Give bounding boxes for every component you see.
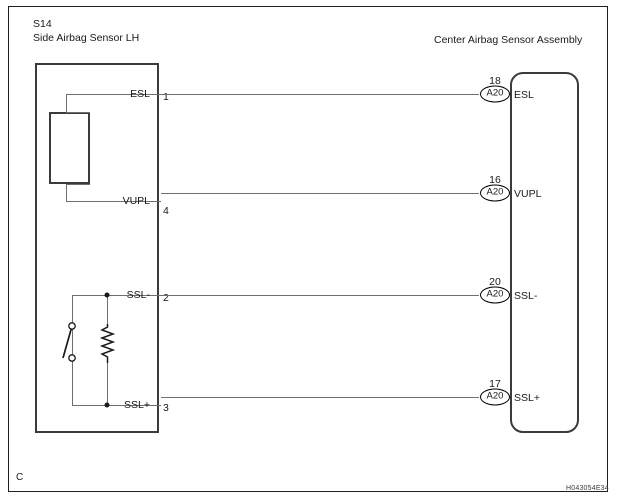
- right-pin-label-vupl: VUPL: [514, 188, 542, 200]
- left-pin-number-ssl-minus: 2: [163, 292, 169, 304]
- left-component-code: S14: [33, 18, 52, 30]
- right-pin-label-ssl-plus: SSL+: [514, 392, 540, 404]
- right-pin-number-vupl: 16: [489, 174, 501, 186]
- wire-esl-internal-drop: [66, 94, 67, 112]
- left-pin-number-esl: 1: [163, 91, 169, 103]
- right-connector-code-ssl-minus: A20: [480, 286, 510, 304]
- right-pin-label-ssl-minus: SSL-: [514, 290, 538, 302]
- right-connector-box: [510, 72, 579, 433]
- junction-dot-ssl-minus: [104, 292, 110, 298]
- switch-symbol: [62, 322, 76, 362]
- wire-ssl-plus-internal: [72, 405, 161, 406]
- wire-vupl-internal-bottom: [66, 201, 161, 202]
- right-pin-number-esl: 18: [489, 75, 501, 87]
- wire-ssl-minus: [161, 295, 479, 296]
- wire-ssl-minus-internal: [72, 295, 161, 296]
- left-pin-label-ssl-plus: SSL+: [124, 399, 150, 411]
- wire-esl-internal-top: [66, 94, 161, 95]
- left-pin-number-vupl: 4: [163, 205, 169, 217]
- left-component-name: Side Airbag Sensor LH: [33, 32, 140, 44]
- right-connector-code-ssl-plus: A20: [480, 388, 510, 406]
- corner-mark: C: [16, 472, 24, 483]
- wire-resistor-branch-top: [107, 295, 108, 325]
- wire-squib-top-lead: [66, 112, 90, 113]
- left-pin-label-esl: ESL: [130, 88, 150, 100]
- diagram-frame: [8, 6, 608, 492]
- junction-dot-ssl-plus: [104, 402, 110, 408]
- left-pin-number-ssl-plus: 3: [163, 402, 169, 414]
- squib-component: [49, 112, 90, 184]
- right-connector-code-esl: A20: [480, 85, 510, 103]
- wire-resistor-branch-bottom: [107, 362, 108, 405]
- right-connector-code-vupl: A20: [480, 184, 510, 202]
- left-connector-box: [35, 63, 159, 433]
- left-component-title: S14 Side Airbag Sensor LH: [33, 17, 139, 45]
- resistor-symbol: [99, 324, 116, 363]
- wire-switch-branch: [72, 295, 73, 405]
- wire-ssl-plus: [161, 397, 479, 398]
- right-pin-number-ssl-minus: 20: [489, 276, 501, 288]
- left-pin-label-vupl: VUPL: [122, 195, 150, 207]
- document-code: H043054E34: [566, 485, 609, 492]
- wire-squib-bottom-lead: [66, 184, 90, 185]
- wire-vupl-internal-rise: [66, 184, 67, 201]
- wire-vupl: [161, 193, 479, 194]
- right-pin-number-ssl-plus: 17: [489, 378, 501, 390]
- left-pin-label-ssl-minus: SSL-: [126, 289, 150, 301]
- wire-esl: [161, 94, 479, 95]
- right-component-title: Center Airbag Sensor Assembly: [434, 34, 583, 46]
- right-pin-label-esl: ESL: [514, 89, 534, 101]
